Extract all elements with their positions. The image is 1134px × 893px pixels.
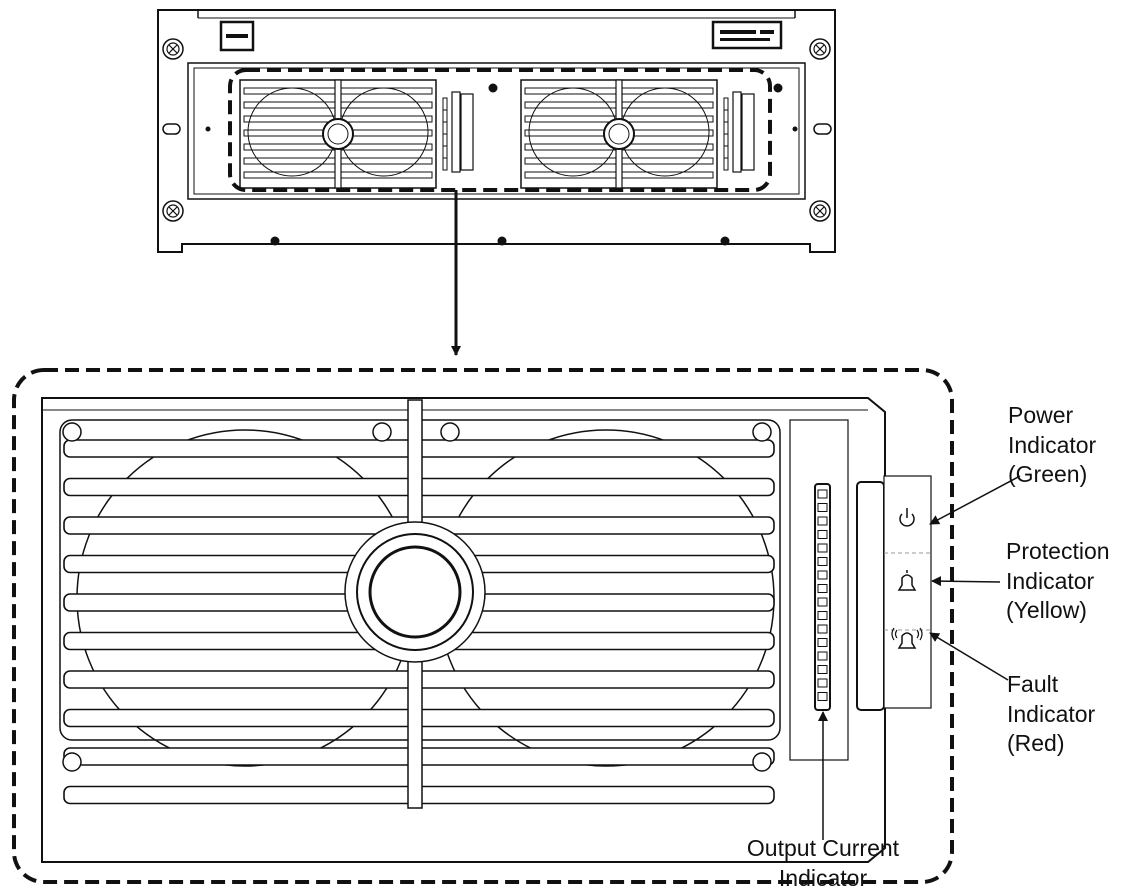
- led-segment: [817, 557, 828, 566]
- led-segment: [817, 651, 828, 661]
- power-icon: [899, 508, 915, 527]
- alarm-bell-icon: [891, 627, 923, 649]
- protection-indicator-label: Protection Indicator (Yellow): [1006, 538, 1110, 623]
- led-segment: [817, 543, 828, 553]
- model-nameplate: [711, 20, 783, 50]
- fault-indicator-label: Fault Indicator (Red): [1007, 671, 1096, 756]
- power-indicator-label: Power Indicator (Green): [1008, 402, 1097, 487]
- left-label-plate: [219, 20, 255, 52]
- fault-leader: [929, 632, 1009, 681]
- left-mount-slot: [162, 123, 181, 135]
- highlight-box-small: [228, 68, 772, 192]
- right-mount-slot: [813, 123, 832, 135]
- led-segment: [817, 678, 828, 688]
- indicator-panel: [883, 475, 932, 709]
- bottom-left-screw: [162, 200, 184, 222]
- top-left-screw: [162, 38, 184, 60]
- led-segment: [817, 503, 828, 512]
- protection-leader: [931, 576, 1001, 587]
- led-segment: [817, 584, 828, 593]
- led-segment: [817, 638, 828, 647]
- bottom-right-screw: [809, 200, 831, 222]
- output-current-led-bar: [814, 483, 831, 711]
- output-current-indicator-label: Output Current Indicator: [746, 835, 900, 891]
- highlight-box-large: [12, 368, 954, 884]
- bell-icon: [897, 570, 917, 591]
- power-leader: [929, 475, 1021, 525]
- chassis-overview: [157, 9, 836, 253]
- top-right-screw: [809, 38, 831, 60]
- indicator-lens: [856, 481, 885, 711]
- led-segment: [817, 597, 828, 607]
- led-segment: [817, 611, 828, 620]
- led-segment: [817, 692, 828, 701]
- led-segment: [817, 489, 828, 499]
- led-segment: [817, 530, 828, 539]
- led-segment: [817, 570, 828, 580]
- led-segment: [817, 516, 828, 526]
- led-segment: [817, 624, 828, 634]
- led-segment: [817, 665, 828, 674]
- fan-module-detail: [12, 368, 954, 884]
